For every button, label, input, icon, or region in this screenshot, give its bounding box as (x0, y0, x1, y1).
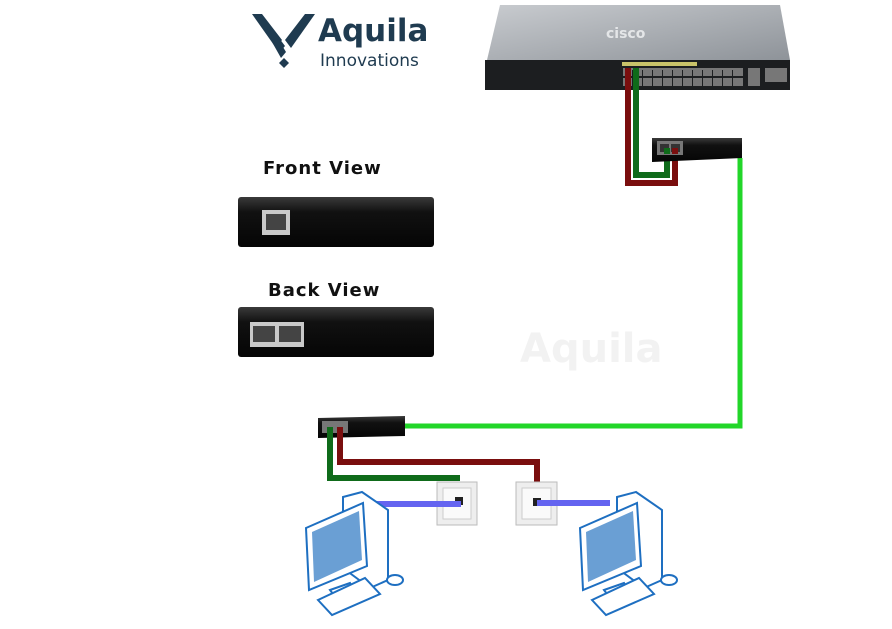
extender-back-view-icon (238, 307, 434, 357)
cable-green-switch (633, 68, 670, 178)
cable-converter-link (405, 158, 743, 429)
wall-jack-icon (515, 481, 558, 526)
back-view-label: Back View (268, 280, 380, 301)
cable-red-switch (625, 68, 678, 186)
logo-subtitle: Innovations (320, 51, 419, 71)
watermark-text: Aquila (520, 326, 662, 372)
extender-front-view-icon (238, 197, 434, 247)
desktop-computer-icon (304, 490, 404, 617)
network-switch-icon: cisco (485, 5, 790, 90)
front-view-label: Front View (263, 158, 382, 179)
cable-green-wall (327, 427, 460, 481)
aquila-logo-icon (252, 14, 315, 68)
desktop-computer-icon (578, 490, 678, 617)
switch-brand: cisco (606, 26, 646, 42)
logo-name: Aquila (318, 13, 428, 49)
cable-red-wall (337, 427, 540, 482)
